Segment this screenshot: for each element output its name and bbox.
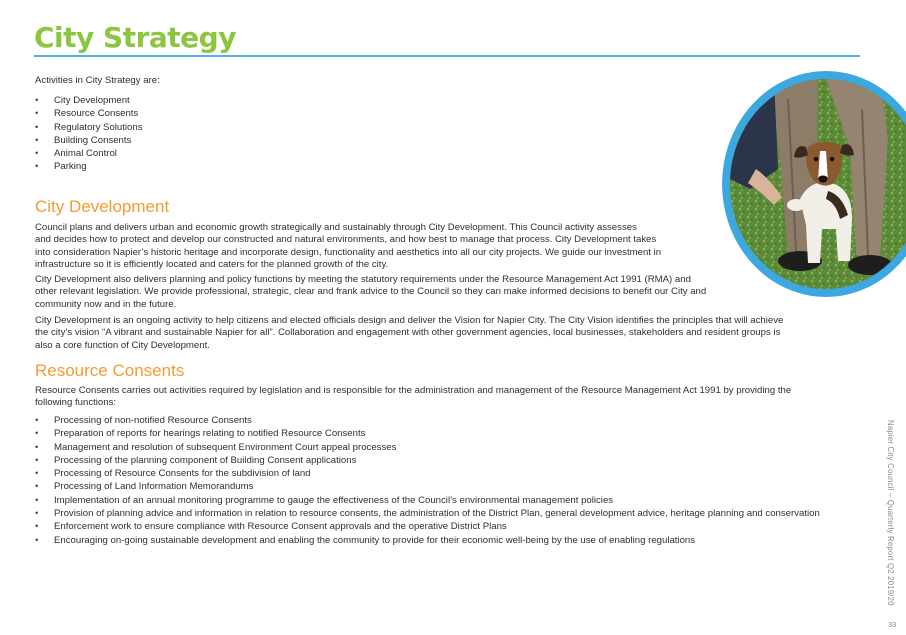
city-development-paragraph-1: Council plans and delivers urban and eco… [35, 222, 661, 272]
list-item: Resource Consents [35, 107, 143, 121]
text-line: Resource Consents carries out activities… [35, 385, 792, 396]
resource-consents-functions-list: Processing of non-notified Resource Cons… [35, 414, 845, 547]
page-number: 33 [888, 620, 897, 629]
intro-text: Activities in City Strategy are: [35, 75, 160, 87]
list-item: Implementation of an annual monitoring p… [35, 494, 845, 508]
list-item: Preparation of reports for hearings rela… [35, 427, 845, 441]
intro-line: Activities in City Strategy are: [35, 75, 160, 86]
dog-photo [722, 71, 906, 297]
text-line: also a core function of City Development… [35, 339, 210, 351]
text-line: infrastructure so it is efficiently loca… [35, 259, 389, 271]
page-title: City Strategy [34, 21, 236, 54]
text-line: and decides how to protect and develop o… [35, 234, 657, 246]
section-heading-city-development: City Development [35, 197, 170, 216]
list-item: Processing of Resource Consents for the … [35, 467, 845, 481]
text-line: City Development is an ongoing activity … [35, 315, 784, 326]
list-item: Processing of Land Information Memorandu… [35, 480, 845, 494]
text-line: following functions: [35, 397, 117, 409]
report-side-caption: Napier City Council – Quarterly Report Q… [886, 420, 895, 606]
list-item: Encouraging on-going sustainable develop… [35, 534, 845, 548]
text-line: community now and in the future. [35, 298, 177, 310]
text-line: Council plans and delivers urban and eco… [35, 222, 637, 233]
text-line: into consideration Napier’s historic her… [35, 246, 662, 258]
list-item: Processing of non-notified Resource Cons… [35, 414, 845, 428]
list-item: Enforcement work to ensure compliance wi… [35, 520, 845, 534]
resource-consents-paragraph: Resource Consents carries out activities… [35, 385, 791, 410]
dog-photo-illustration [730, 79, 906, 289]
text-line: other relevant legislation. We provide p… [35, 286, 707, 298]
city-development-paragraph-3: City Development is an ongoing activity … [35, 315, 783, 352]
list-item: Provision of planning advice and informa… [35, 507, 845, 521]
list-item: Animal Control [35, 147, 143, 161]
activities-list: City Development Resource Consents Regul… [35, 94, 143, 174]
list-item: Parking [35, 160, 143, 174]
title-divider [34, 55, 860, 57]
section-heading-resource-consents: Resource Consents [35, 361, 185, 380]
text-line: the city’s vision “A vibrant and sustain… [35, 327, 781, 339]
list-item: Management and resolution of subsequent … [35, 441, 845, 455]
text-line: City Development also delivers planning … [35, 274, 691, 285]
city-development-paragraph-2: City Development also delivers planning … [35, 274, 706, 311]
list-item: Regulatory Solutions [35, 121, 143, 135]
list-item: City Development [35, 94, 143, 108]
list-item: Processing of the planning component of … [35, 454, 845, 468]
list-item: Building Consents [35, 134, 143, 148]
